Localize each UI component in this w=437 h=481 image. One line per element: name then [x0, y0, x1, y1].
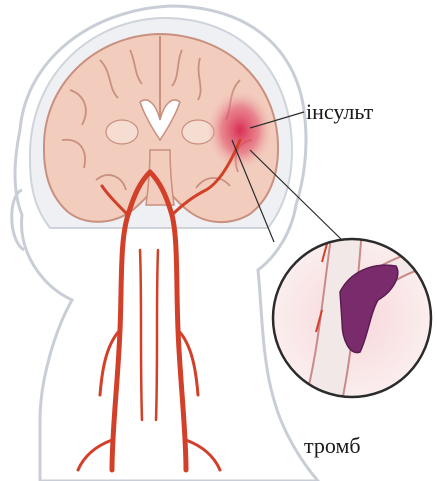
clot-label: тромб	[304, 433, 361, 459]
magnified-vessel	[273, 230, 431, 420]
stroke-label: інсульт	[306, 99, 373, 125]
